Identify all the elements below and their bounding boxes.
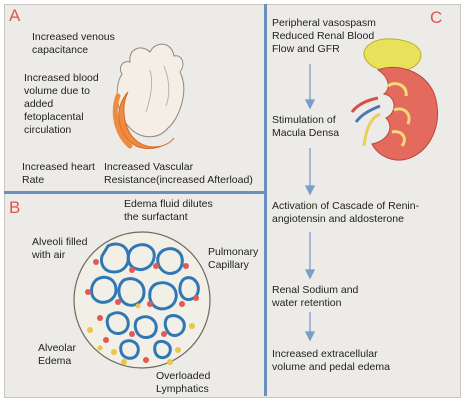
alveoli-illustration xyxy=(73,231,211,369)
panel-a-letter: A xyxy=(9,6,21,25)
macula-densa-step: Stimulation of Macula Densa xyxy=(272,114,340,139)
alveolar-edema-label: Alveolar Edema xyxy=(38,342,76,367)
sodium-retention-step: Renal Sodium and water retention xyxy=(272,284,359,309)
edema-fluid-label: Edema fluid dilutes the surfactant xyxy=(124,198,213,223)
renin-angiotensin-step: Activation of Cascade of Renin- angioten… xyxy=(272,200,420,225)
vertical-divider xyxy=(264,4,267,396)
horizontal-divider xyxy=(4,191,266,194)
alveoli-air-label: Alveoli filled with air xyxy=(32,236,88,261)
kidney-illustration xyxy=(350,38,438,161)
pulmonary-capillary-label: Pulmonary Capillary xyxy=(208,246,259,271)
heart-rate-label: Increased heart Rate xyxy=(22,161,95,186)
heart-illustration xyxy=(112,43,185,149)
pedal-edema-step: Increased extracellular volume and pedal… xyxy=(272,348,390,373)
venous-capacitance-label: Increased venous capacitance xyxy=(32,31,115,56)
panel-b-letter: B xyxy=(9,198,21,217)
blood-volume-label: Increased blood volume due to added feto… xyxy=(24,72,99,136)
panel-c-letter: C xyxy=(430,8,443,27)
overloaded-lymphatics-label: Overloaded Lymphatics xyxy=(156,370,211,395)
vascular-resistance-label: Increased Vascular Resistance(increased … xyxy=(104,161,253,186)
renal-blood-flow-step: Peripheral vasospasm Reduced Renal Blood… xyxy=(272,17,376,55)
flow-arrows xyxy=(304,64,316,342)
